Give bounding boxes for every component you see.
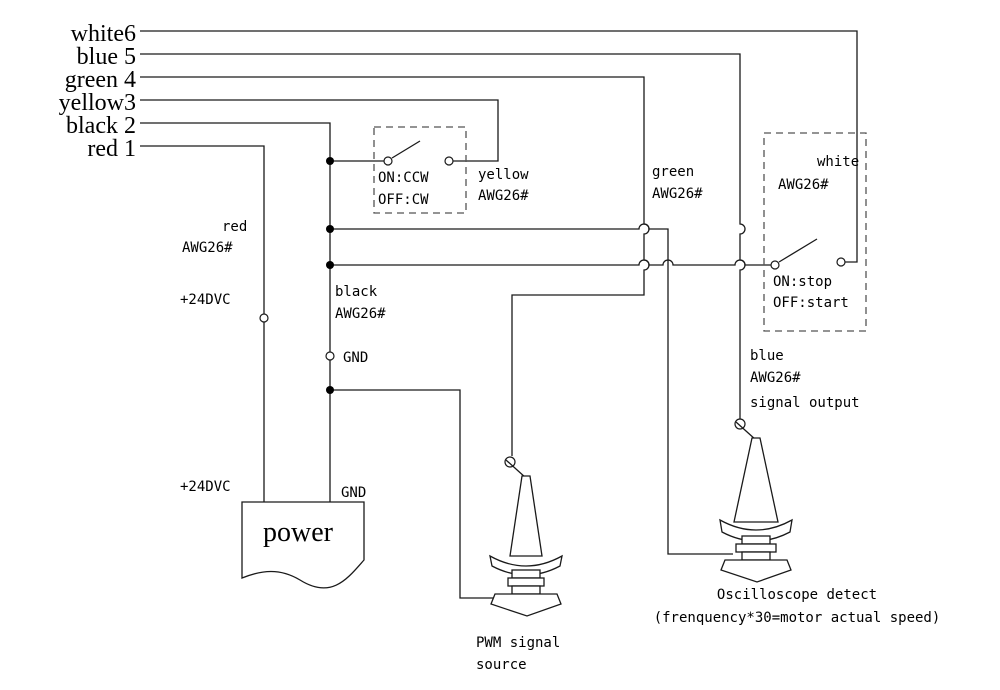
green-wire-color-label: green	[652, 164, 694, 180]
pwm-probe-body	[509, 475, 543, 557]
pwm-probe-base	[490, 593, 562, 617]
oscilloscope-probe-hook	[734, 418, 746, 430]
pwm-probe-hook-arm	[505, 459, 527, 479]
vcc-bottom-label: +24DVC	[180, 479, 231, 495]
wire-blue	[140, 53, 746, 420]
wire-label-green: green 4	[65, 67, 136, 93]
wire-label-red: red 1	[87, 136, 136, 162]
direction-switch-terminal-a	[383, 156, 393, 166]
stop-switch-on-label: ON:stop	[773, 274, 832, 290]
blue-wire-gauge-label: AWG26#	[750, 370, 801, 386]
stop-switch-box	[763, 132, 867, 332]
pwm-label-line2: source	[476, 657, 527, 673]
oscilloscope-probe	[719, 418, 793, 583]
wire-green	[140, 76, 650, 456]
wire-red	[140, 145, 265, 502]
oscilloscope-probe-body	[733, 437, 779, 523]
red-wire-gauge-label: AWG26#	[182, 240, 233, 256]
wire-black	[140, 122, 331, 502]
oscilloscope-probe-hook-arm	[735, 421, 757, 441]
oscilloscope-probe-collar	[735, 543, 777, 553]
white-wire-gauge-label: AWG26#	[778, 177, 829, 193]
stop-switch-terminal-b	[836, 257, 846, 267]
direction-switch-off-label: OFF:CW	[378, 192, 429, 208]
signal-output-label: signal output	[750, 395, 860, 411]
red-wire-color-label: red	[222, 219, 247, 235]
yellow-wire-color-label: yellow	[478, 167, 529, 183]
wire-label-blue: blue 5	[77, 44, 136, 70]
power-label: power	[263, 517, 334, 548]
gnd-bottom-label: GND	[341, 485, 366, 501]
oscilloscope-probe-collar	[741, 535, 771, 545]
wire-black-to-pwm	[330, 389, 495, 599]
junction-dot	[326, 157, 334, 165]
wire-black-to-oscilloscope	[330, 223, 733, 555]
oscilloscope-label-line2: (frenquency*30=motor actual speed)	[654, 610, 941, 626]
wire-yellow	[140, 99, 499, 162]
pwm-label-line1: PWM signal	[476, 635, 560, 651]
wire-label-yellow: yellow3	[59, 90, 136, 116]
direction-switch-on-label: ON:CCW	[378, 170, 429, 186]
gnd-test-terminal	[325, 351, 335, 361]
vcc-top-label: +24DVC	[180, 292, 231, 308]
blue-wire-color-label: blue	[750, 348, 784, 364]
pwm-probe-hook	[504, 456, 516, 468]
junction-dot	[326, 386, 334, 394]
stop-switch-off-label: OFF:start	[773, 295, 849, 311]
black-wire-color-label: black	[335, 284, 378, 300]
stop-switch-lever	[778, 238, 818, 263]
direction-switch-box	[373, 126, 467, 214]
oscilloscope-label-line1: Oscilloscope detect	[717, 587, 877, 603]
pwm-probe-collar	[507, 577, 545, 587]
gnd-mid-label: GND	[343, 350, 368, 366]
green-wire-gauge-label: AWG26#	[652, 186, 703, 202]
oscilloscope-probe-base	[720, 559, 792, 583]
oscilloscope-probe-flange	[719, 518, 793, 542]
pwm-probe	[489, 456, 563, 617]
vcc-test-terminal	[259, 313, 269, 323]
wire-white	[140, 30, 858, 263]
direction-switch-lever	[391, 140, 421, 159]
wire-label-white: white6	[71, 21, 136, 47]
pwm-probe-flange	[489, 554, 563, 576]
yellow-wire-gauge-label: AWG26#	[478, 188, 529, 204]
wire-black-to-stop-switch	[330, 259, 771, 266]
junction-dot	[326, 261, 334, 269]
power-supply-block	[241, 501, 365, 589]
stop-switch-terminal-a	[770, 260, 780, 270]
white-wire-color-label: white	[817, 154, 859, 170]
junction-dot	[326, 225, 334, 233]
pwm-probe-collar	[511, 585, 541, 595]
pwm-probe-collar	[511, 569, 541, 579]
oscilloscope-probe-collar	[741, 551, 771, 561]
wire-label-black: black 2	[66, 113, 136, 139]
black-wire-gauge-label: AWG26#	[335, 306, 386, 322]
direction-switch-terminal-b	[444, 156, 454, 166]
